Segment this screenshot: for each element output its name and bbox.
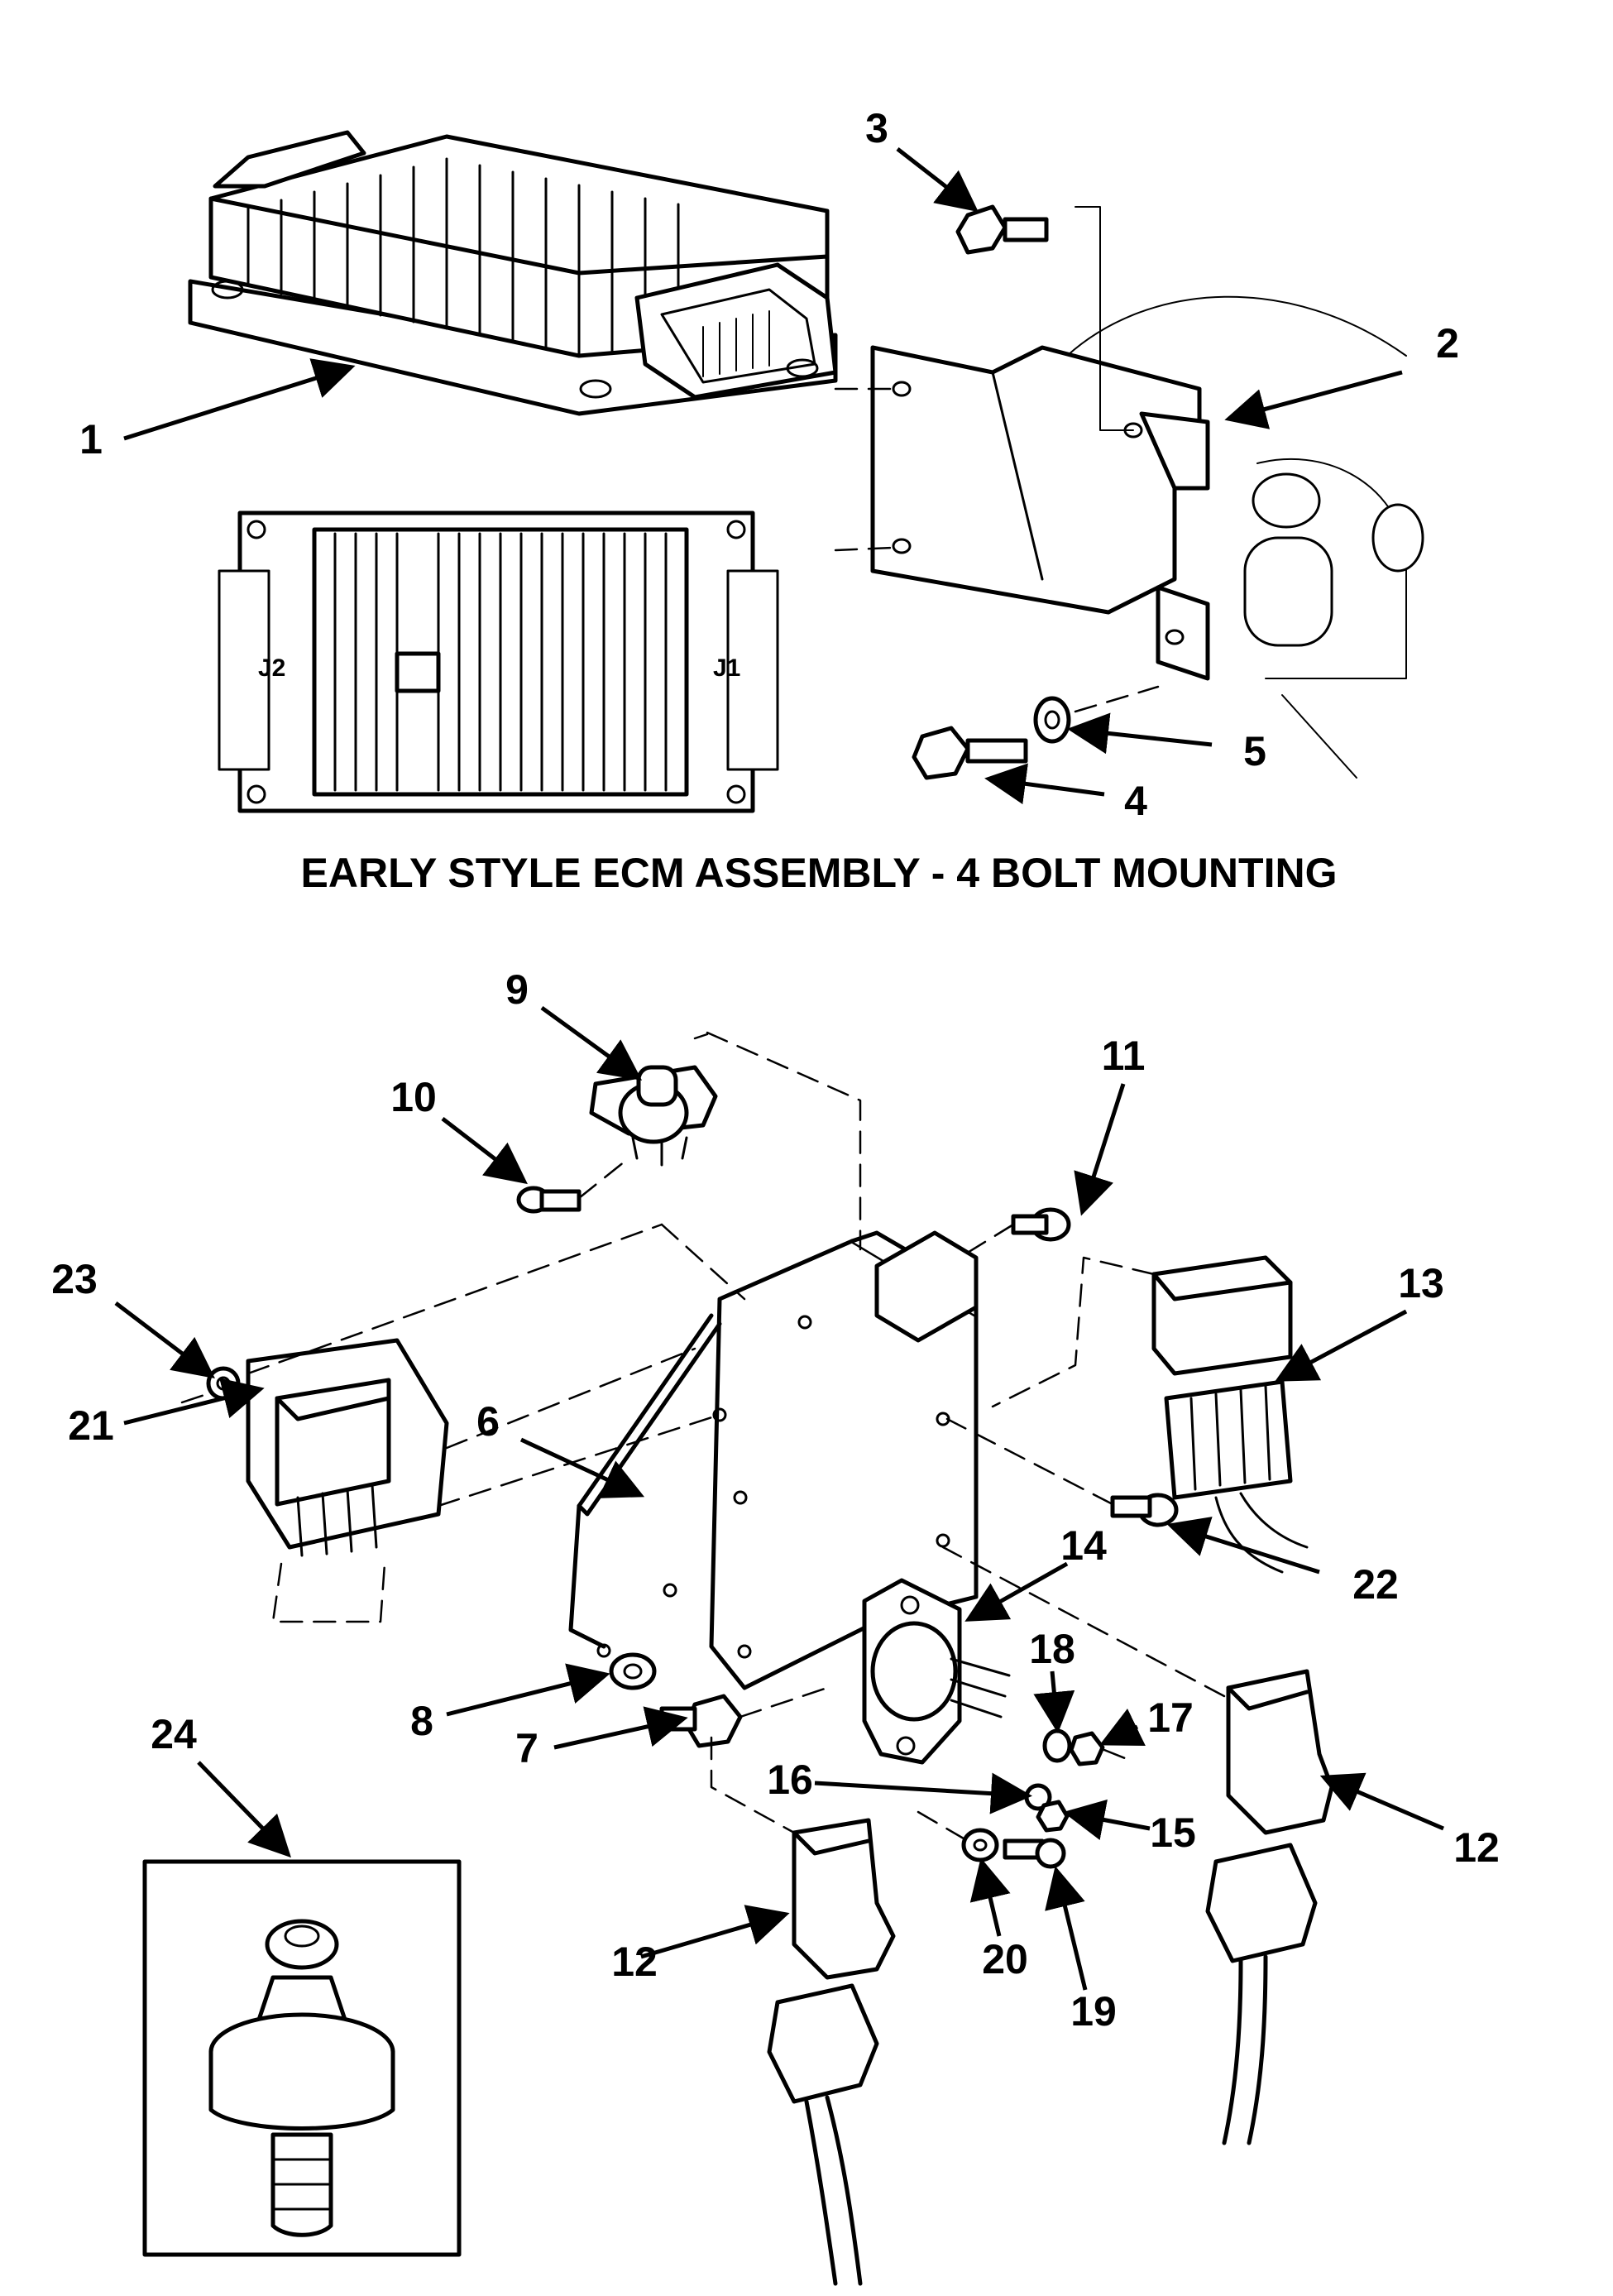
bolt-upper — [955, 204, 1134, 431]
callout-label-5: 5 — [1243, 728, 1266, 774]
ecm-mounting-bracket — [834, 295, 1424, 779]
callout-label-23: 23 — [51, 1256, 98, 1302]
relay-upper-right — [991, 1255, 1309, 1574]
switch-screw — [516, 1157, 630, 1214]
j1-connector-label: J1 — [713, 654, 740, 682]
control-module-left — [246, 1223, 746, 1623]
terminal-washer-upper — [1042, 1728, 1072, 1763]
solenoid-screw — [917, 1810, 1066, 1869]
callout-label-10: 10 — [390, 1074, 437, 1120]
callout-label-11: 11 — [1102, 1033, 1146, 1079]
bracket-screw-right — [945, 1417, 1179, 1527]
relay-solenoid — [862, 1578, 1011, 1765]
relay-lower-right — [941, 1546, 1334, 2145]
callout-label-9: 9 — [505, 966, 529, 1013]
bracket-screw-upper — [958, 1207, 1071, 1259]
callout-label-19: 19 — [1070, 1988, 1117, 2035]
callout-label-20: 20 — [982, 1936, 1028, 1982]
terminal-nut-lower — [1036, 1800, 1070, 1833]
callout-label-13: 13 — [1398, 1260, 1444, 1306]
callout-label-22: 22 — [1352, 1561, 1399, 1608]
callout-label-7: 7 — [515, 1725, 538, 1771]
pressure-switch — [589, 1031, 862, 1251]
callout-label-14: 14 — [1060, 1522, 1107, 1569]
callout-label-8: 8 — [410, 1698, 433, 1744]
ecm-module-top-view: J2 J1 — [218, 510, 779, 813]
callout-label-12b: 12 — [1453, 1824, 1500, 1871]
bolt-lower — [912, 726, 1028, 780]
bracket-bolt — [659, 1686, 829, 1748]
bracket-washer — [609, 1652, 657, 1690]
section-caption: EARLY STYLE ECM ASSEMBLY - 4 BOLT MOUNTI… — [301, 850, 1338, 896]
callout-label-16: 16 — [767, 1757, 813, 1803]
callout-label-24: 24 — [151, 1711, 197, 1757]
callout-label-17: 17 — [1147, 1694, 1194, 1741]
washer-lower — [1033, 685, 1160, 744]
callout-label-15: 15 — [1150, 1809, 1196, 1856]
callout-label-21: 21 — [68, 1402, 114, 1449]
knock-sensor-inset — [142, 1859, 462, 2257]
relay-lower-left — [710, 1736, 896, 2286]
callout-label-4: 4 — [1124, 778, 1147, 824]
terminal-nut-upper — [1069, 1731, 1127, 1766]
callout-label-1: 1 — [79, 416, 103, 463]
callout-label-18: 18 — [1029, 1626, 1075, 1672]
j2-connector-label: J2 — [258, 654, 285, 682]
callouts: 1 2 3 4 5 6 7 8 9 10 11 12 12 13 14 15 1 — [51, 105, 1500, 2035]
solenoid-washer — [961, 1828, 999, 1862]
callout-label-12a: 12 — [611, 1939, 658, 1985]
callout-label-3: 3 — [865, 105, 888, 151]
callout-label-6: 6 — [476, 1398, 500, 1445]
ecm-module-isometric — [188, 130, 838, 416]
callout-label-2: 2 — [1436, 320, 1459, 367]
